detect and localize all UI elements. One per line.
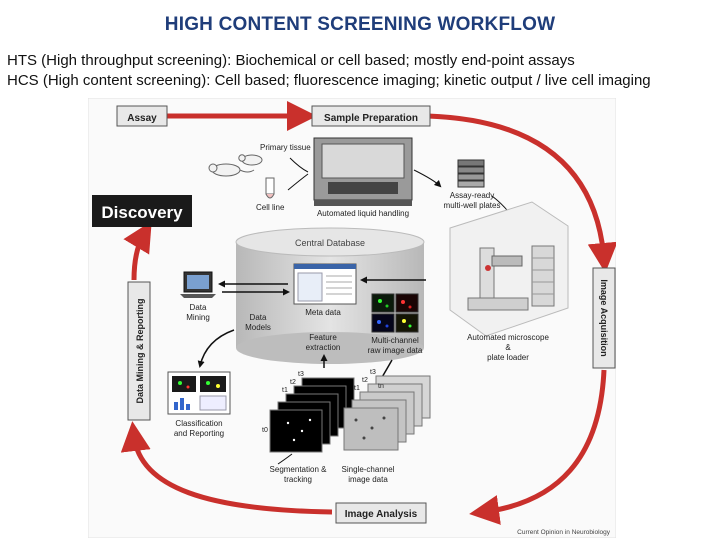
image-analysis-label: Image Analysis xyxy=(345,509,418,520)
test-tube-icon xyxy=(265,177,275,199)
seg-time-t1: t1 xyxy=(282,387,288,394)
single-time-tn: tn xyxy=(378,383,384,390)
singlechannel-image-stack xyxy=(343,375,431,451)
seg-time-t0: t0 xyxy=(262,427,268,434)
discovery-box xyxy=(92,195,192,227)
data-mining-reporting-box xyxy=(127,281,151,421)
data-mining-label-2: Mining xyxy=(186,313,210,322)
image-acquisition-label: Image Acquisition xyxy=(599,279,609,356)
workflow-figure: Assay Sample Preparation Discovery Data … xyxy=(88,98,616,538)
multichannel-label-2: raw image data xyxy=(368,346,423,355)
data-mining-reporting-label: Data Mining & Reporting xyxy=(135,299,145,404)
segmentation-label-1: Segmentation & xyxy=(270,465,328,474)
segmentation-image-stack xyxy=(269,377,355,453)
sample-preparation-box xyxy=(311,105,431,127)
multiwell-plates-label: multi-well plates xyxy=(444,201,501,210)
feature-extraction-label-1: Feature xyxy=(309,333,337,342)
singlechannel-label-2: image data xyxy=(348,475,388,484)
assay-box xyxy=(116,105,168,127)
data-mining-label-1: Data xyxy=(190,303,207,312)
meta-data-window-icon xyxy=(293,263,357,305)
data-models-label-2: Models xyxy=(245,323,271,332)
segmentation-label-2: tracking xyxy=(284,475,312,484)
meta-data-label: Meta data xyxy=(305,308,341,317)
assay-ready-label: Assay-ready xyxy=(450,191,494,200)
feature-extraction-label-2: extraction xyxy=(306,343,341,352)
classification-label-2: and Reporting xyxy=(174,429,224,438)
liquid-handling-label: Automated liquid handling xyxy=(317,209,409,218)
microscope-label-1: Automated microscope xyxy=(467,333,549,342)
page-title: HIGH CONTENT SCREENING WORKFLOW xyxy=(164,14,556,35)
classification-label-1: Classification xyxy=(175,419,222,428)
assay-label: Assay xyxy=(127,113,157,124)
multichannel-label-1: Multi-channel xyxy=(371,336,419,345)
arrow-tissue-to-handler xyxy=(289,157,309,173)
arrow-analysis-to-mining xyxy=(120,421,333,515)
arrow-sample-to-acquisition xyxy=(427,113,616,273)
central-database xyxy=(235,227,425,364)
seg-time-t3: t3 xyxy=(298,371,304,378)
multichannel-image-grid xyxy=(371,293,419,333)
microscope-icon xyxy=(449,201,569,337)
single-time-t3: t3 xyxy=(370,369,376,376)
hcs-description: HCS (High content screening): Cell based… xyxy=(7,72,651,89)
data-models-label-1: Data xyxy=(250,313,267,322)
microscope-label-2: & xyxy=(505,343,511,352)
central-database-label: Central Database xyxy=(295,238,365,248)
single-time-t2: t2 xyxy=(362,377,368,384)
microscope-label-3: plate loader xyxy=(487,353,529,362)
sample-preparation-label: Sample Preparation xyxy=(324,113,418,124)
arrow-handler-to-plates xyxy=(413,169,442,188)
source-credit: Current Opinion in Neurobiology xyxy=(517,529,611,536)
single-time-t1: t1 xyxy=(354,385,360,392)
arrow-acquisition-to-analysis xyxy=(469,369,607,525)
primary-tissue-label: Primary tissue xyxy=(260,143,311,152)
discovery-label: Discovery xyxy=(101,203,183,222)
seg-time-t2: t2 xyxy=(290,379,296,386)
liquid-handler-icon xyxy=(313,137,413,206)
arrow-models-to-classification xyxy=(197,329,235,368)
plate-stack-icon xyxy=(457,159,485,188)
cell-line-label: Cell line xyxy=(256,203,285,212)
hts-description: HTS (High throughput screening): Biochem… xyxy=(7,52,575,69)
arrow-cellline-to-handler xyxy=(287,173,309,191)
arrow-segmentation-down xyxy=(277,453,293,465)
laptop-icon xyxy=(180,271,216,298)
classification-report-icon xyxy=(167,371,231,415)
mouse-icon xyxy=(208,154,263,177)
image-acquisition-box xyxy=(592,267,616,369)
singlechannel-label-1: Single-channel xyxy=(342,465,395,474)
arrow-mining-to-discovery xyxy=(123,221,152,281)
image-analysis-box xyxy=(335,502,427,524)
